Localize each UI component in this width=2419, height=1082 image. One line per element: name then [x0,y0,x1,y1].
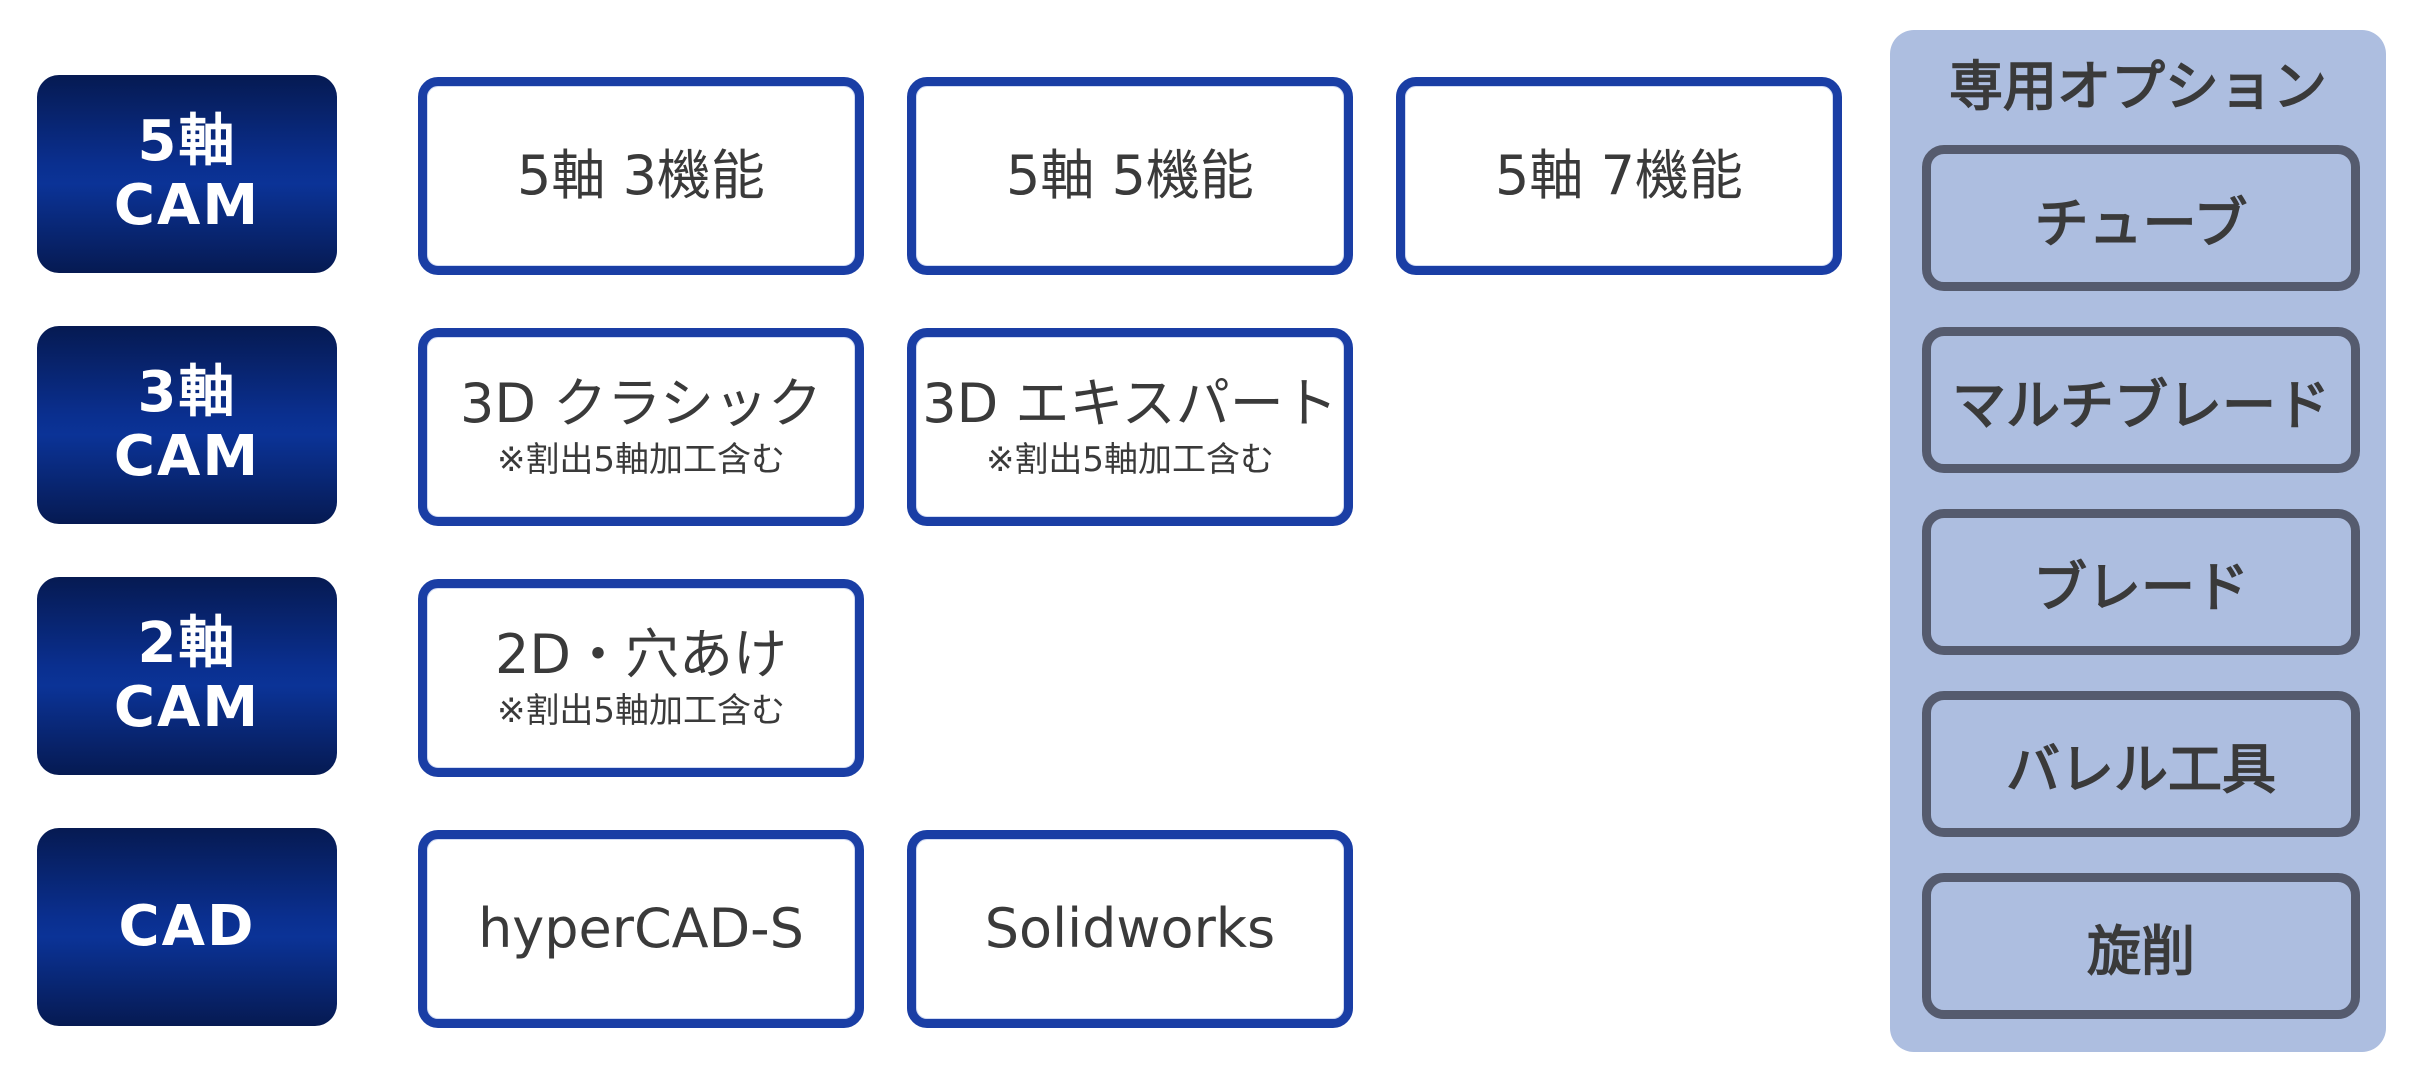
option-tube: チューブ [1922,145,2360,291]
product-5axis-7func: 5軸 7機能 [1396,77,1842,275]
option-multi-blade: マルチブレード [1922,327,2360,473]
product-5axis-5func: 5軸 5機能 [907,77,1353,275]
product-note: ※割出5軸加工含む [985,440,1275,480]
product-name: hyperCAD-S [478,897,804,960]
category-label-line1: 5軸 [137,109,237,174]
product-2d-drilling: 2D・穴あけ ※割出5軸加工含む [418,579,864,777]
category-label-line1: 3軸 [137,360,237,425]
product-hypercad-s: hyperCAD-S [418,830,864,1028]
product-name: 5軸 7機能 [1495,144,1743,207]
product-name: 5軸 3機能 [517,144,765,207]
category-label-line1: 2軸 [137,611,237,676]
category-5axis-cam: 5軸 CAM [37,75,337,273]
option-turning: 旋削 [1922,873,2360,1019]
category-label-line2: CAM [113,424,261,489]
product-name: Solidworks [984,897,1276,960]
category-label-line1: CAD [118,894,256,959]
product-3d-classic: 3D クラシック ※割出5軸加工含む [418,328,864,526]
dedicated-options-panel: 専用オプション チューブ マルチブレード ブレード バレル工具 旋削 [1890,30,2386,1052]
category-3axis-cam: 3軸 CAM [37,326,337,524]
product-3d-expert: 3D エキスパート ※割出5軸加工含む [907,328,1353,526]
product-note: ※割出5軸加工含む [496,440,786,480]
product-name: 5軸 5機能 [1006,144,1254,207]
options-title: 専用オプション [1949,55,2327,118]
category-2axis-cam: 2軸 CAM [37,577,337,775]
category-cad: CAD [37,828,337,1026]
product-solidworks: Solidworks [907,830,1353,1028]
product-5axis-3func: 5軸 3機能 [418,77,864,275]
category-label-line2: CAM [113,675,261,740]
option-barrel-tool: バレル工具 [1922,691,2360,837]
product-name: 3D エキスパート [922,372,1338,435]
category-label-line2: CAM [113,173,261,238]
product-name: 2D・穴あけ [495,623,787,686]
option-blade: ブレード [1922,509,2360,655]
product-note: ※割出5軸加工含む [496,691,786,731]
product-name: 3D クラシック [459,372,823,435]
